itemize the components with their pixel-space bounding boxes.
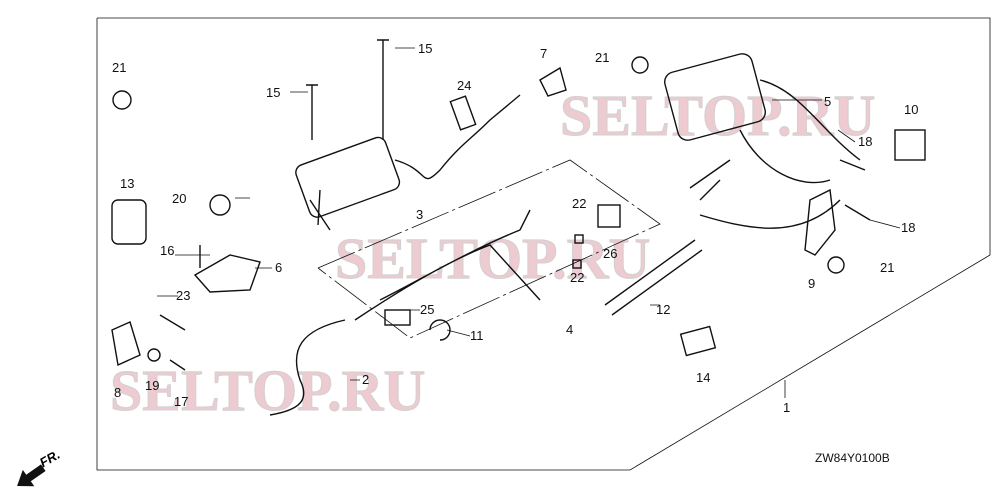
part-terminal[interactable] bbox=[574, 234, 584, 244]
part-ignition-coil[interactable] bbox=[294, 94, 521, 231]
callout-10: 10 bbox=[904, 102, 918, 117]
part-clip[interactable] bbox=[429, 319, 451, 341]
part-clip[interactable] bbox=[827, 256, 845, 274]
part-sleeve[interactable] bbox=[449, 95, 477, 131]
callout-26: 26 bbox=[603, 246, 617, 261]
callout-15: 15 bbox=[418, 41, 432, 56]
callout-2: 2 bbox=[362, 372, 369, 387]
part-bracket[interactable] bbox=[539, 66, 567, 97]
callout-6: 6 bbox=[275, 260, 282, 275]
part-cable[interactable] bbox=[269, 319, 346, 416]
part-terminal[interactable] bbox=[572, 259, 582, 269]
part-label[interactable] bbox=[679, 325, 717, 357]
callout-21: 21 bbox=[880, 260, 894, 275]
callout-11: 11 bbox=[470, 328, 484, 343]
part-clamp[interactable] bbox=[209, 194, 231, 216]
diagram-code: ZW84Y0100B bbox=[815, 451, 890, 465]
callout-22: 22 bbox=[570, 270, 584, 285]
callout-8: 8 bbox=[114, 385, 121, 400]
callout-19: 19 bbox=[145, 378, 159, 393]
callout-16: 16 bbox=[160, 243, 174, 258]
watermark: SELTOP.RU bbox=[110, 358, 425, 423]
leader-lines bbox=[157, 47, 901, 398]
front-direction-arrow-icon bbox=[17, 464, 46, 487]
subassembly-frame bbox=[317, 159, 661, 339]
part-grommet[interactable] bbox=[111, 199, 147, 245]
callout-14: 14 bbox=[696, 370, 710, 385]
callout-4: 4 bbox=[566, 322, 573, 337]
part-bracket[interactable] bbox=[193, 254, 261, 293]
callout-17: 17 bbox=[174, 394, 188, 409]
callout-24: 24 bbox=[457, 78, 471, 93]
callout-15: 15 bbox=[266, 85, 280, 100]
callout-25: 25 bbox=[420, 302, 434, 317]
callout-12: 12 bbox=[656, 302, 670, 317]
callout-1: 1 bbox=[783, 400, 790, 415]
part-harness[interactable] bbox=[354, 209, 541, 321]
part-washer[interactable] bbox=[147, 348, 161, 362]
part-bracket[interactable] bbox=[804, 188, 836, 256]
callout-18: 18 bbox=[901, 220, 915, 235]
part-clip[interactable] bbox=[631, 56, 649, 74]
part-bolt[interactable] bbox=[199, 159, 871, 268]
callout-3: 3 bbox=[416, 207, 423, 222]
callout-5: 5 bbox=[824, 94, 831, 109]
part-corrugated-tube[interactable] bbox=[604, 239, 703, 316]
callout-23: 23 bbox=[176, 288, 190, 303]
part-clip[interactable] bbox=[112, 90, 132, 110]
callout-22: 22 bbox=[572, 196, 586, 211]
callout-labels: 21 15 15 7 21 5 10 24 18 13 20 3 22 22 2… bbox=[112, 41, 918, 415]
watermark: SELTOP.RU bbox=[560, 83, 875, 148]
part-module[interactable] bbox=[662, 52, 861, 229]
part-connector[interactable] bbox=[384, 309, 411, 326]
callout-13: 13 bbox=[120, 176, 134, 191]
part-connector[interactable] bbox=[597, 204, 621, 228]
callout-20: 20 bbox=[172, 191, 186, 206]
assembly-frame bbox=[96, 17, 991, 471]
callout-21: 21 bbox=[595, 50, 609, 65]
callout-21: 21 bbox=[112, 60, 126, 75]
callout-7: 7 bbox=[540, 46, 547, 61]
part-bracket[interactable] bbox=[111, 321, 141, 367]
callout-9: 9 bbox=[808, 276, 815, 291]
part-bolt[interactable] bbox=[306, 39, 389, 140]
callout-18: 18 bbox=[858, 134, 872, 149]
part-bolt[interactable] bbox=[159, 314, 186, 371]
watermark: SELTOP.RU bbox=[335, 226, 650, 291]
part-clip[interactable] bbox=[894, 129, 926, 161]
